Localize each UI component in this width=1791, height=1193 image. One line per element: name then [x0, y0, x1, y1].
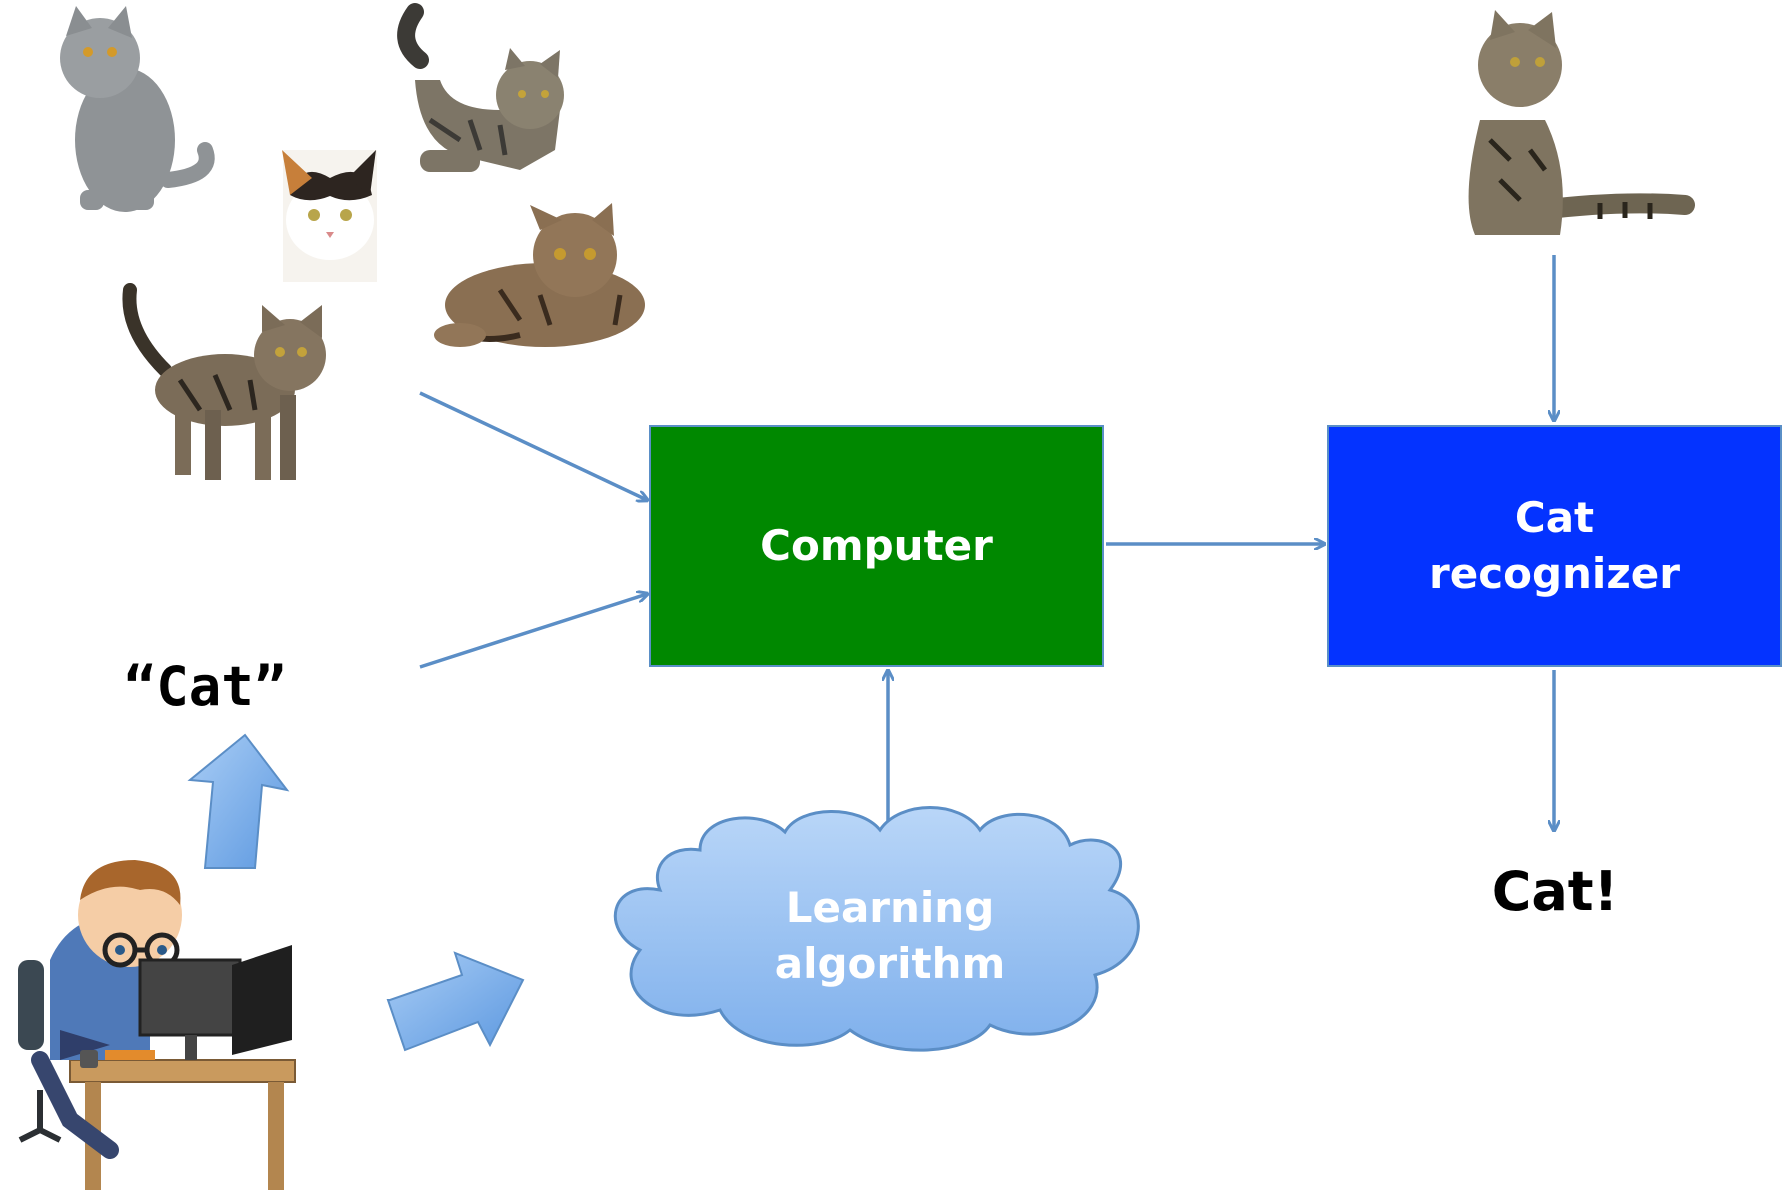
learning-algorithm-label: Learning algorithm [774, 883, 1006, 988]
programmer-at-desk [18, 860, 296, 1190]
cat-photo-tabby-standing [122, 283, 326, 480]
computer-label: Computer [760, 521, 993, 570]
cat-photo-tabby-sitting [1468, 10, 1695, 235]
computer-node: Computer [649, 425, 1104, 667]
cat-photo-tabby-lying [434, 203, 645, 347]
cat-quote-label: “Cat” [123, 655, 287, 718]
cat-photo-tabby-stretching [397, 3, 564, 172]
output-label: Cat! [1491, 860, 1619, 923]
cat-photo-calico [282, 150, 377, 282]
arrow-photos-to-computer [419, 391, 647, 500]
cat-recognizer-node: Cat recognizer [1327, 425, 1782, 667]
block-arrow-right [386, 951, 525, 1052]
cloud-shape [613, 806, 1140, 1052]
arrow-label-to-computer [419, 594, 647, 669]
cat-recognizer-label: Cat recognizer [1429, 493, 1680, 598]
block-arrow-up [187, 733, 290, 869]
cat-photo-gray [60, 6, 215, 212]
